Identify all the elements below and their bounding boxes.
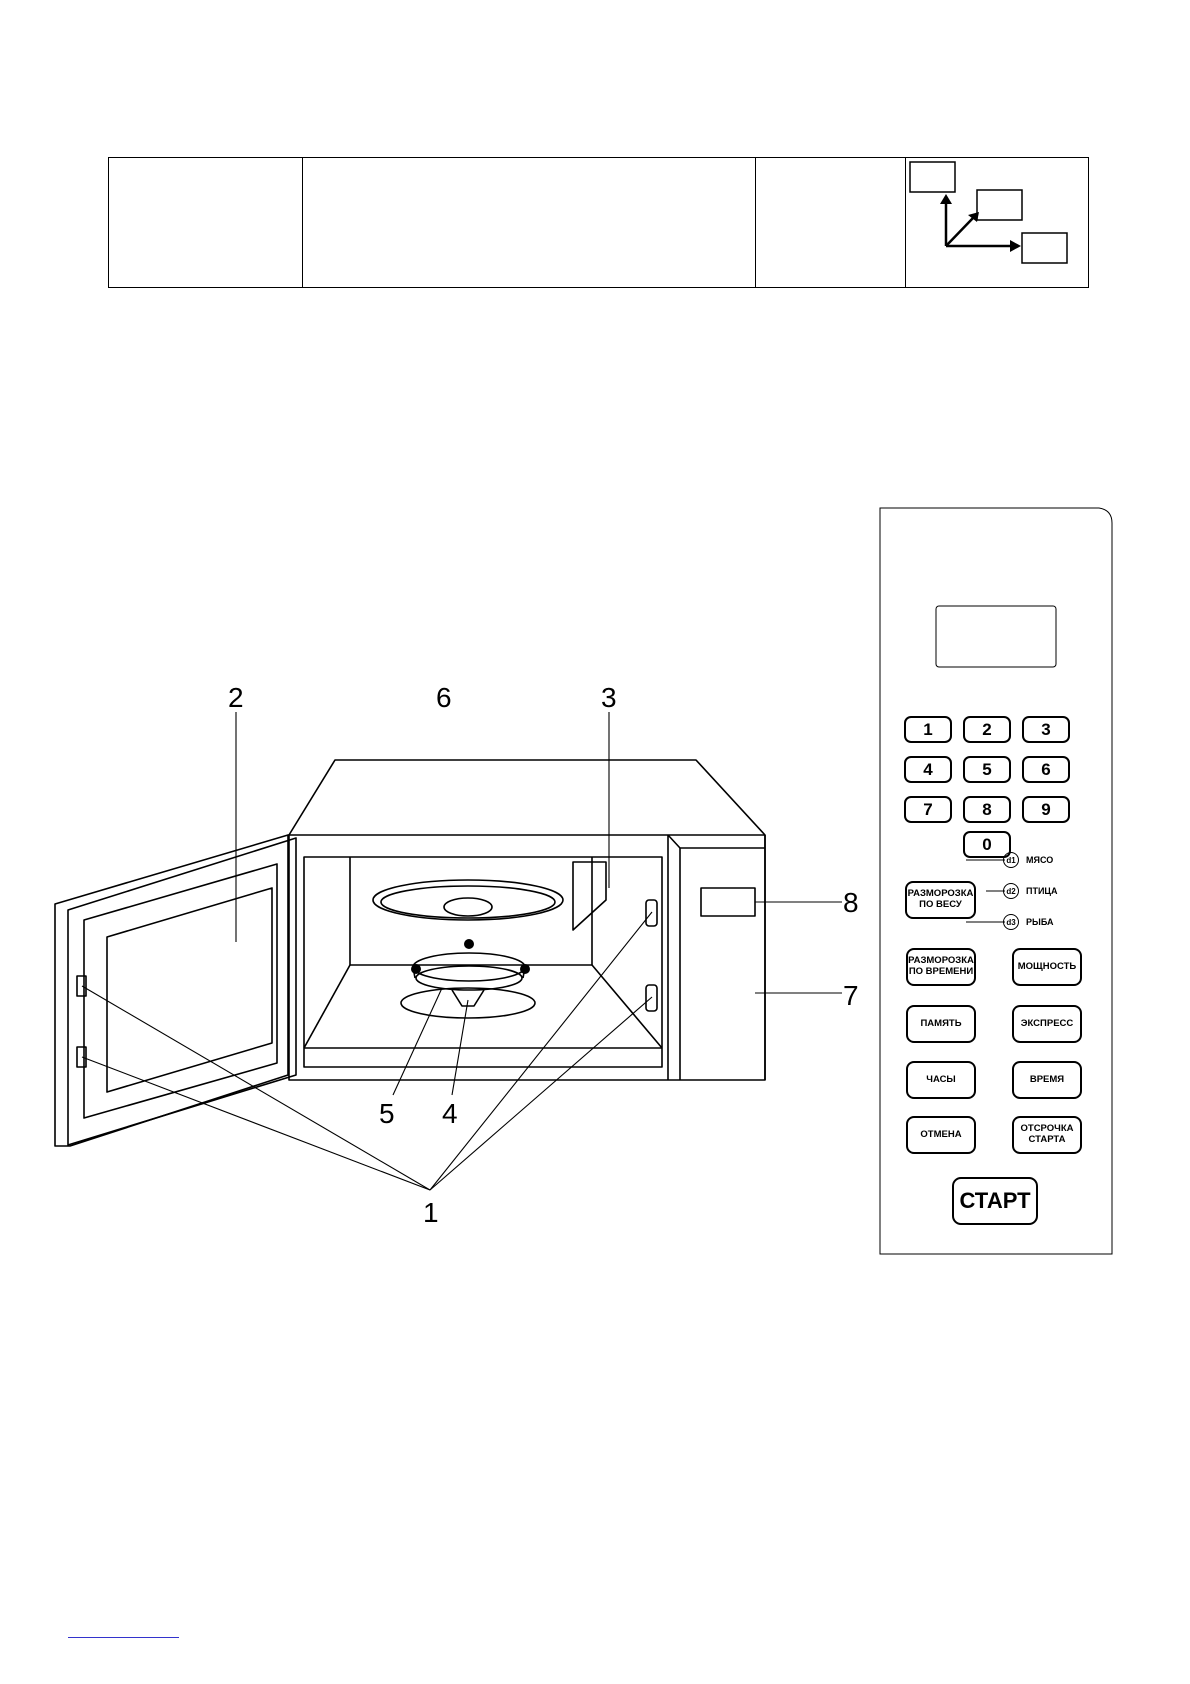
footer-link-underline[interactable]: [68, 1637, 179, 1638]
mode-label-poultry: ПТИЦА: [1026, 886, 1058, 896]
control-panel: 1 2 3 4 5 6 7 8 9 0 РАЗМОРОЗКА ПО ВЕСУ d…: [879, 507, 1113, 1255]
start-button[interactable]: СТАРТ: [952, 1177, 1038, 1225]
control-section: [667, 834, 765, 1080]
callout-interlocks: 1: [423, 1197, 439, 1228]
callout-shaft: 4: [442, 1098, 458, 1129]
door-frame: [67, 837, 297, 1146]
header-cell-2: [302, 157, 756, 288]
waveguide-cover: [572, 861, 607, 931]
panel-display: [935, 605, 1057, 668]
header-cell-axes: [905, 157, 1089, 288]
callout-door: 2: [228, 682, 244, 713]
mode-code-fish: d3: [1003, 914, 1019, 930]
roller-ring: [412, 952, 526, 982]
delay-start-button[interactable]: ОТСРОЧКА СТАРТА: [1012, 1116, 1082, 1154]
mode-code-poultry: d2: [1003, 883, 1019, 899]
digit-8-button[interactable]: 8: [963, 796, 1011, 823]
mode-label-fish: РЫБА: [1026, 917, 1054, 927]
digit-6-button[interactable]: 6: [1022, 756, 1070, 783]
header-cell-1: [108, 157, 303, 288]
digit-5-button[interactable]: 5: [963, 756, 1011, 783]
digit-4-button[interactable]: 4: [904, 756, 952, 783]
cavity-opening: [303, 856, 663, 1068]
header-table: [108, 157, 1089, 288]
power-button[interactable]: МОЩНОСТЬ: [1012, 948, 1082, 986]
door-hook-bottom: [76, 1046, 87, 1068]
cancel-button[interactable]: ОТМЕНА: [906, 1116, 976, 1154]
cabinet-front: [288, 834, 766, 1081]
digit-2-button[interactable]: 2: [963, 716, 1011, 743]
digit-3-button[interactable]: 3: [1022, 716, 1070, 743]
door-inner: [83, 863, 278, 1119]
panel-outline: [879, 507, 1113, 1255]
callout-glass-tray: 6: [436, 682, 452, 713]
cavity-back: [349, 857, 593, 966]
door-window: [106, 887, 273, 1093]
mode-code-meat: d1: [1003, 852, 1019, 868]
digit-0-button[interactable]: 0: [963, 831, 1011, 858]
express-button[interactable]: ЭКСПРЕСС: [1012, 1005, 1082, 1043]
axes-icon: [909, 161, 1068, 264]
microwave-diagram: 2 6 3 8 7 5 4 1: [54, 682, 859, 1228]
door-hook-top: [76, 975, 87, 997]
turntable-base: [400, 987, 536, 1019]
digit-9-button[interactable]: 9: [1022, 796, 1070, 823]
interlock-slot-top: [645, 899, 658, 927]
interlock-slot-bottom: [645, 984, 658, 1012]
callout-waveguide: 3: [601, 682, 617, 713]
digit-1-button[interactable]: 1: [904, 716, 952, 743]
header-cell-3: [755, 157, 906, 288]
callout-control-panel: 7: [843, 980, 859, 1011]
callout-roller-ring: 5: [379, 1098, 395, 1129]
defrost-time-button[interactable]: РАЗМОРОЗКА ПО ВРЕМЕНИ: [906, 948, 976, 986]
time-button[interactable]: ВРЕМЯ: [1012, 1061, 1082, 1099]
defrost-weight-button[interactable]: РАЗМОРОЗКА ПО ВЕСУ: [905, 881, 976, 919]
clock-button[interactable]: ЧАСЫ: [906, 1061, 976, 1099]
display-window: [700, 887, 756, 917]
mode-label-meat: МЯСО: [1026, 855, 1054, 865]
callout-display: 8: [843, 887, 859, 918]
digit-7-button[interactable]: 7: [904, 796, 952, 823]
memory-button[interactable]: ПАМЯТЬ: [906, 1005, 976, 1043]
glass-tray: [372, 879, 564, 921]
cabinet-top: [288, 759, 766, 836]
